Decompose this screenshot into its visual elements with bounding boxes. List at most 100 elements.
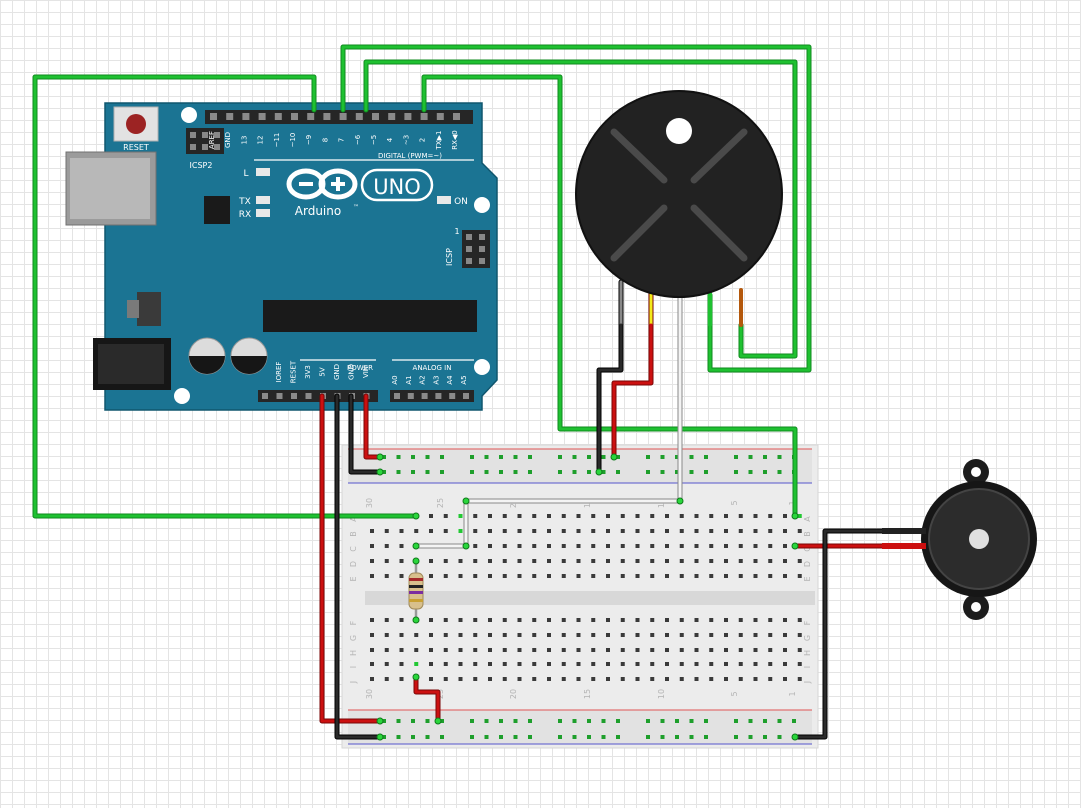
- breadboard-hole: [650, 559, 655, 563]
- header-pin: [407, 393, 414, 399]
- breadboard-hole: [384, 618, 389, 622]
- breadboard-hole: [517, 514, 522, 518]
- icsp-label: ICSP: [445, 248, 454, 266]
- breadboard-hole: [650, 514, 655, 518]
- analog-pin-label: A1: [405, 375, 413, 384]
- breadboard-hole: [547, 544, 551, 548]
- breadboard-hole: [576, 662, 581, 666]
- rail-hole: [425, 470, 430, 474]
- rail-hole: [558, 735, 562, 739]
- breadboard-hole: [473, 544, 478, 548]
- rail-hole: [513, 719, 518, 723]
- power-pin-label: 5V: [319, 367, 327, 376]
- breadboard-hole: [635, 677, 640, 681]
- breadboard-hole: [532, 544, 537, 548]
- led-rx: [256, 209, 270, 217]
- breadboard-hole: [679, 662, 684, 666]
- row-letter-label: C: [349, 546, 358, 552]
- breadboard-hole: [532, 559, 537, 563]
- rail-hole: [763, 455, 767, 459]
- breadboard-hole: [650, 544, 655, 548]
- motor-cross-mark: [610, 128, 748, 262]
- breadboard-hole: [738, 662, 743, 666]
- breadboard-hole: [753, 618, 758, 622]
- rail-hole: [660, 735, 665, 739]
- wire-endpoint: [791, 542, 799, 550]
- breadboard-hole: [797, 618, 802, 622]
- column-number-label: 20: [509, 689, 518, 699]
- breadboard-hole: [694, 574, 699, 578]
- mounting-hole: [474, 359, 490, 375]
- breadboard-hole: [620, 662, 625, 666]
- breadboard-hole: [768, 574, 773, 578]
- mounting-hole: [181, 107, 197, 123]
- analog-pin-label: A2: [419, 375, 427, 384]
- digital-pin-label: 13: [240, 136, 248, 145]
- breadboard-hole: [768, 618, 773, 622]
- rail-hole: [470, 455, 474, 459]
- row-letter-label: J: [803, 681, 812, 684]
- rail-hole: [704, 735, 708, 739]
- rail-hole: [528, 470, 532, 474]
- power-header: [258, 390, 378, 402]
- icsp2-label: ICSP2: [190, 161, 213, 170]
- breadboard-hole: [547, 633, 551, 637]
- rail-hole: [777, 719, 782, 723]
- breadboard-hole: [709, 514, 714, 518]
- breadboard-hole: [443, 514, 448, 518]
- breadboard-hole: [591, 648, 596, 652]
- column-number-label: 25: [436, 498, 445, 508]
- breadboard-hole: [443, 574, 448, 578]
- breadboard-hole: [370, 648, 374, 652]
- breadboard-hole: [694, 544, 699, 548]
- breadboard-hole: [665, 544, 669, 548]
- rail-hole: [660, 455, 665, 459]
- breadboard-hole: [768, 677, 773, 681]
- breadboard-hole: [635, 662, 640, 666]
- breadboard-hole: [679, 574, 684, 578]
- breadboard-hole: [414, 529, 419, 533]
- header-pin: [436, 113, 444, 120]
- breadboard-hole: [547, 514, 551, 518]
- breadboard-hole: [443, 618, 448, 622]
- column-number-label: 15: [583, 689, 592, 699]
- breadboard-hole: [738, 574, 743, 578]
- breadboard-hole: [606, 559, 610, 563]
- header-pin: [307, 113, 315, 120]
- header-pin: [274, 113, 282, 120]
- breadboard-hole: [561, 618, 566, 622]
- row-letter-label: A: [349, 516, 358, 522]
- breadboard-hole: [797, 514, 802, 518]
- rail-hole: [499, 719, 503, 723]
- breadboard-hole: [679, 529, 684, 533]
- breadboard-hole: [753, 514, 758, 518]
- breadboard-hole: [797, 574, 802, 578]
- breadboard-hole: [532, 529, 537, 533]
- breadboard-hole: [606, 574, 610, 578]
- digital-pin-label: AREF: [208, 131, 216, 149]
- analog-pin-label: A3: [432, 375, 440, 384]
- breadboard-hole: [753, 662, 758, 666]
- breadboard-hole: [517, 618, 522, 622]
- breadboard-hole: [384, 544, 389, 548]
- breadboard-hole: [547, 618, 551, 622]
- rail-hole: [646, 455, 650, 459]
- breadboard-hole: [488, 514, 492, 518]
- breadboard-hole: [620, 544, 625, 548]
- rail-hole: [587, 735, 591, 739]
- breadboard-hole: [517, 633, 522, 637]
- wire-endpoint: [412, 616, 420, 624]
- breadboard-hole: [650, 633, 655, 637]
- breadboard-hole: [694, 618, 699, 622]
- rail-hole: [572, 735, 577, 739]
- breadboard-hole: [709, 529, 714, 533]
- breadboard-hole: [679, 648, 684, 652]
- header-pin: [258, 113, 266, 120]
- breadboard-hole: [650, 677, 655, 681]
- rail-hole: [528, 735, 532, 739]
- breadboard-hole: [768, 633, 773, 637]
- analog-header: [390, 390, 474, 402]
- arduino-logo: UNO Arduino ™: [286, 168, 434, 218]
- breadboard-hole: [502, 648, 507, 652]
- rail-hole: [777, 470, 782, 474]
